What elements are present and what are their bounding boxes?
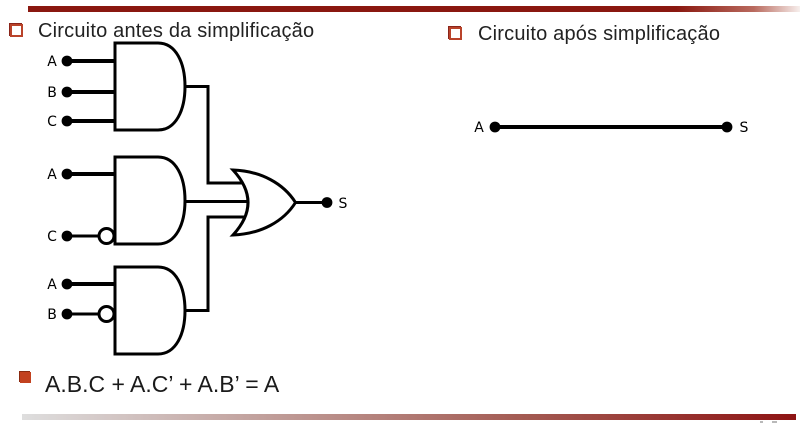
not-bubble-icon	[97, 305, 116, 323]
not-bubble-icon	[97, 227, 116, 245]
input-terminal-dot	[61, 115, 73, 127]
input-label: B	[47, 85, 57, 101]
and-gate-1	[113, 41, 187, 132]
right-section-title: Circuito após simplificação	[478, 23, 721, 45]
circuit-before-diagram: A B C A C A B S	[47, 41, 348, 356]
input-terminal-dot	[61, 278, 73, 290]
connector-wire	[184, 85, 247, 185]
input-terminal-dot	[61, 308, 73, 320]
input-label: A	[47, 167, 57, 183]
input-label: C	[47, 229, 57, 245]
output-label: S	[339, 196, 348, 212]
input-terminal-dot	[61, 230, 73, 242]
circuit-after-diagram: A S	[474, 120, 748, 136]
connector-wire	[184, 215, 247, 312]
output-terminal-dot	[721, 121, 733, 133]
and-gate-2	[113, 155, 187, 246]
input-terminal-dot	[61, 55, 73, 67]
formula-bullet-icon	[20, 372, 31, 383]
boolean-formula: A.B.C + A.C’ + A.B’ = A	[45, 371, 280, 397]
input-terminal-dot	[489, 121, 501, 133]
footer-mark	[772, 421, 777, 423]
input-terminal-dot	[61, 168, 73, 180]
input-label: A	[474, 120, 484, 136]
bottom-accent-bar	[22, 414, 796, 420]
or-gate	[229, 168, 298, 237]
footer-mark	[760, 421, 763, 423]
left-section-title: Circuito antes da simplificação	[38, 20, 315, 42]
output-terminal-dot	[321, 197, 333, 208]
top-accent-bar	[28, 6, 800, 12]
input-label: C	[47, 114, 57, 130]
and-gate-3	[113, 265, 187, 356]
right-title-bullet-icon	[449, 27, 462, 40]
left-title-bullet-icon	[10, 24, 23, 37]
input-label: A	[47, 54, 57, 70]
input-label: A	[47, 277, 57, 293]
input-label: B	[47, 307, 57, 323]
input-terminal-dot	[61, 86, 73, 98]
output-label: S	[740, 120, 749, 136]
